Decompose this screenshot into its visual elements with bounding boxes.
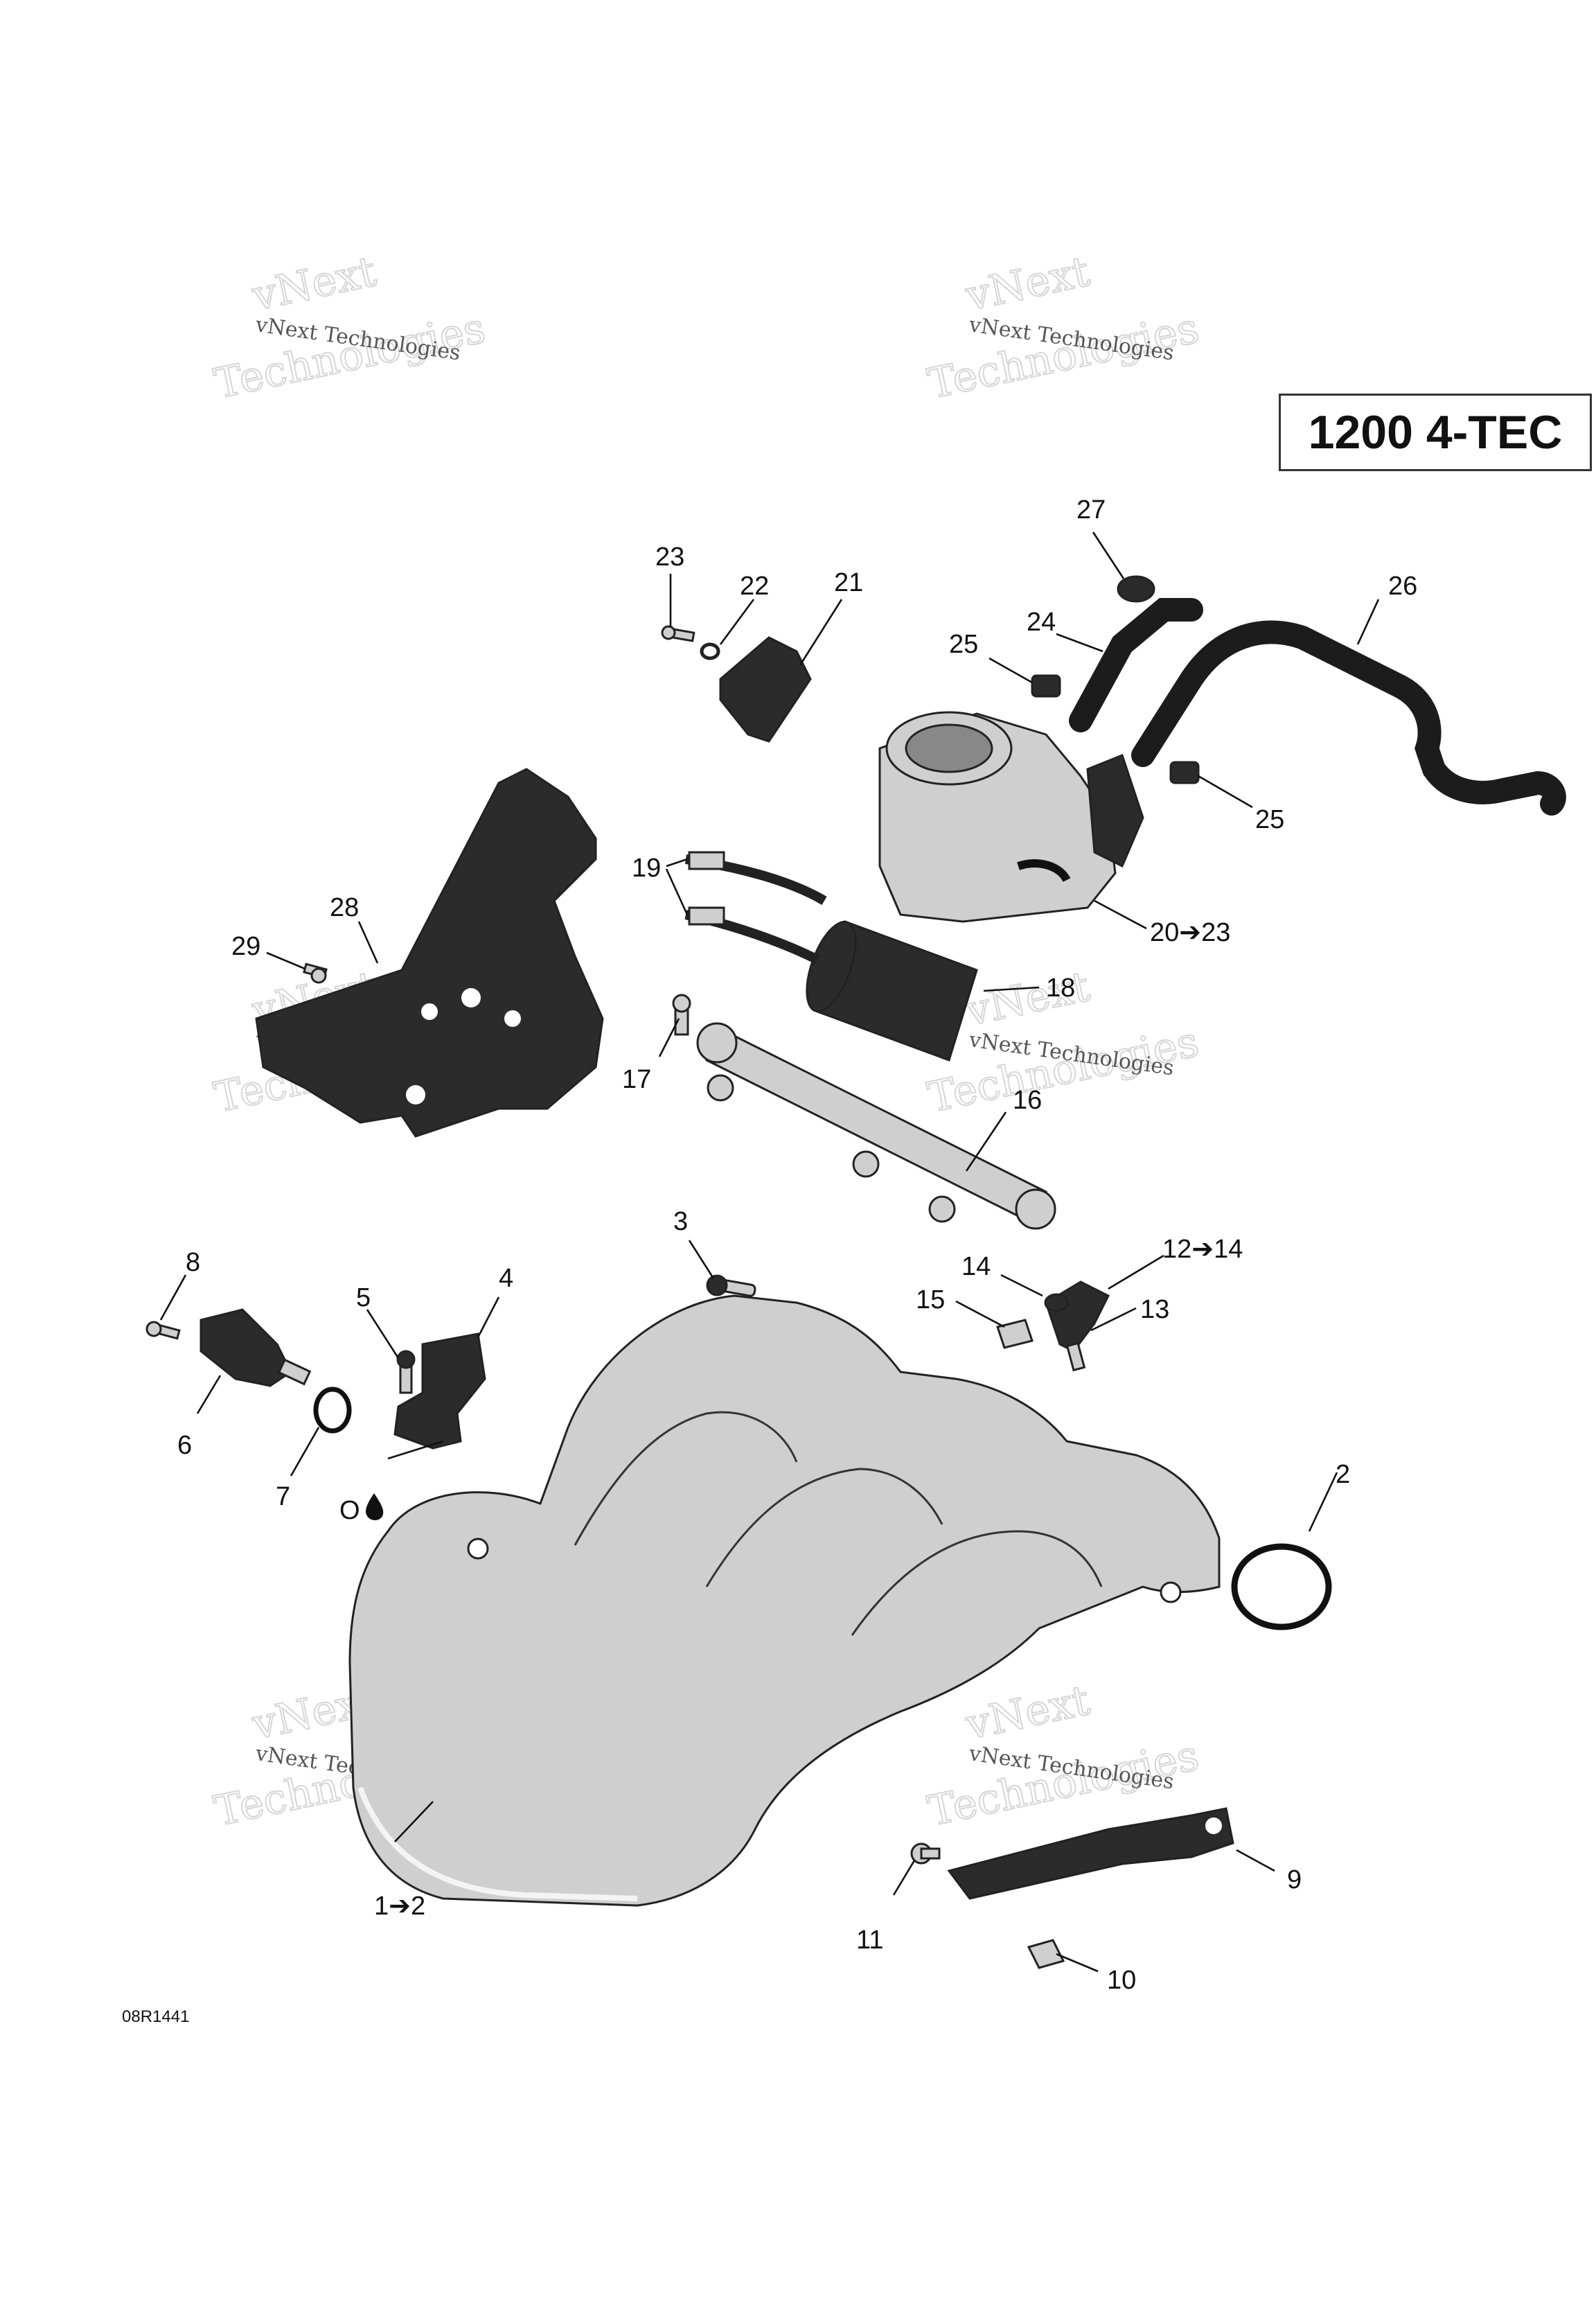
callout-26: 26 [1388, 572, 1417, 601]
sensor-6 [200, 1308, 312, 1387]
sensor-21 [719, 636, 812, 743]
o-ring-22 [700, 642, 720, 660]
callout-21: 21 [834, 568, 863, 597]
screw-29 [303, 962, 328, 984]
watermark-bottom-right: vNext Technologies vNext Technologies [923, 1675, 1204, 1837]
clamp-25-upper [1031, 674, 1061, 698]
screw-8 [145, 1321, 181, 1340]
callout-16: 16 [1013, 1086, 1042, 1115]
callout-2: 2 [1336, 1460, 1350, 1489]
callout-20: 20➔23 [1150, 918, 1230, 947]
callout-4: 4 [499, 1264, 513, 1293]
screw-23 [661, 625, 695, 642]
intake-manifold [348, 1294, 1221, 1907]
hose-26 [1131, 620, 1566, 816]
sensor-4 [393, 1332, 486, 1450]
svg-text:vNext: vNext [961, 247, 1094, 321]
callout-labels: 1➔2 2 3 4 5 6 7 8 9 10 11 12➔14 13 14 15… [177, 495, 1417, 1995]
clamps-19 [684, 851, 827, 965]
throttle-body-20 [878, 711, 1144, 923]
callout-22: 22 [740, 572, 769, 601]
watermark-top-left: vNext Technologies vNext Technologies [210, 247, 490, 410]
callout-27: 27 [1076, 495, 1106, 525]
callout-9: 9 [1287, 1865, 1302, 1894]
model-title: 1200 4-TEC [1308, 406, 1563, 459]
callout-1: 1➔2 [374, 1892, 425, 1921]
fuel-rail-16 [696, 1022, 1056, 1230]
screw-11 [910, 1842, 941, 1865]
callout-11: 11 [856, 1926, 883, 1955]
screw-3 [706, 1274, 756, 1297]
model-title-box: 1200 4-TEC [1279, 394, 1592, 471]
callout-15: 15 [916, 1285, 945, 1314]
callout-3: 3 [673, 1207, 688, 1236]
callout-18: 18 [1046, 974, 1075, 1003]
callout-6: 6 [177, 1431, 192, 1460]
o-ring-14 [1044, 1293, 1069, 1312]
callout-10: 10 [1107, 1966, 1136, 1995]
callout-19: 19 [632, 854, 661, 883]
clamp-27 [1117, 575, 1155, 603]
callout-12: 12➔14 [1162, 1235, 1243, 1264]
clamp-25-lower [1169, 761, 1200, 784]
leader-lines [159, 531, 1380, 1973]
callout-28: 28 [330, 893, 359, 922]
coupler-sleeve-18 [806, 920, 978, 1062]
svg-text:vNext: vNext [248, 247, 380, 321]
callout-24: 24 [1027, 608, 1056, 637]
support-bracket-28 [255, 768, 604, 1138]
gasket-ring [1231, 1543, 1332, 1630]
watermark-top-right: vNext Technologies vNext Technologies [923, 247, 1204, 410]
callout-7: 7 [276, 1482, 290, 1511]
screw-17 [672, 994, 691, 1036]
callout-8: 8 [186, 1248, 200, 1277]
callout-17: 17 [622, 1065, 651, 1094]
nut-10 [1027, 1939, 1065, 1969]
screw-5 [396, 1350, 416, 1394]
clip-15 [996, 1319, 1034, 1349]
callout-29: 29 [231, 932, 260, 961]
callout-25-lower: 25 [1255, 805, 1284, 834]
callout-13: 13 [1140, 1295, 1169, 1324]
callout-23: 23 [655, 543, 684, 572]
bracket-9 [947, 1807, 1234, 1900]
oil-drop-icon [366, 1493, 384, 1520]
callout-14: 14 [961, 1252, 991, 1281]
o-ring-7 [313, 1387, 352, 1434]
callout-25-upper: 25 [949, 630, 978, 659]
hose-24 [1069, 598, 1203, 732]
oil-symbol-label: O [339, 1496, 360, 1525]
svg-text:vNext: vNext [961, 1676, 1094, 1750]
figure-reference: 08R1441 [122, 2007, 190, 2026]
callout-5: 5 [356, 1283, 371, 1312]
